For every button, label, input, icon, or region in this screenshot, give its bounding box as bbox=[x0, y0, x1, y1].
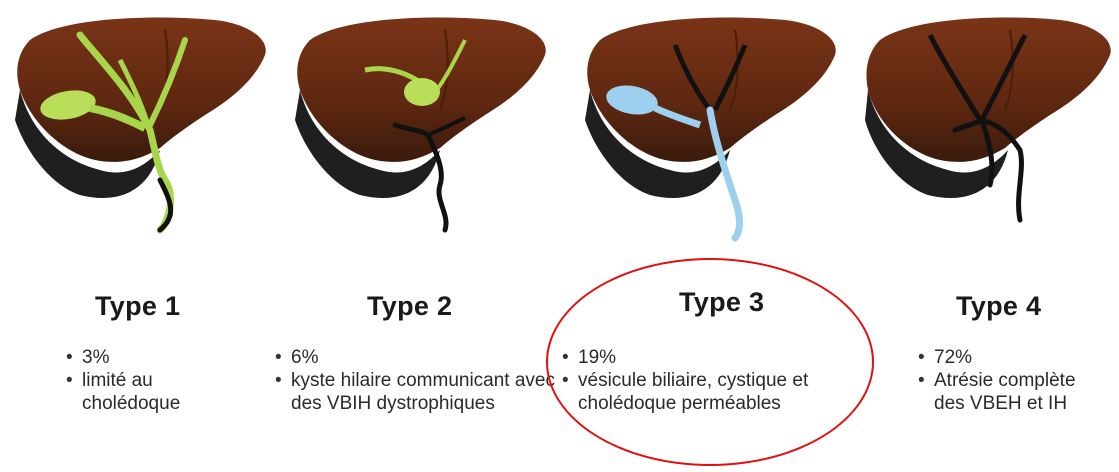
type-4-title: Type 4 bbox=[956, 291, 1041, 322]
type-4-bullets: 72% Atrésie complète des VBEH et IH bbox=[918, 346, 1098, 415]
type-2-description: kyste hilaire communicant avec des VBIH … bbox=[275, 369, 556, 415]
liver-type-3-illustration bbox=[570, 0, 860, 250]
type-1-bullets: 3% limité au cholédoque bbox=[66, 346, 266, 415]
type-1-title: Type 1 bbox=[95, 291, 180, 322]
type-1-description: limité au cholédoque bbox=[66, 369, 227, 415]
type-4-panel: Type 4 72% Atrésie complète des VBEH et … bbox=[860, 0, 1119, 472]
type-2-title: Type 2 bbox=[367, 291, 452, 322]
type-1-percent: 3% bbox=[66, 346, 266, 369]
type-4-description: Atrésie complète des VBEH et IH bbox=[918, 369, 1079, 415]
liver-type-2-illustration bbox=[280, 0, 570, 250]
type-2-bullets: 6% kyste hilaire communicant avec des VB… bbox=[275, 346, 545, 415]
type-2-panel: Type 2 6% kyste hilaire communicant avec… bbox=[280, 0, 570, 472]
liver-type-1-illustration bbox=[0, 0, 280, 250]
type-2-percent: 6% bbox=[275, 346, 545, 369]
liver-type-4-illustration bbox=[860, 0, 1119, 250]
type-1-panel: Type 1 3% limité au cholédoque bbox=[0, 0, 280, 472]
type-4-percent: 72% bbox=[918, 346, 1098, 369]
type-3-highlight-ellipse bbox=[546, 258, 874, 466]
